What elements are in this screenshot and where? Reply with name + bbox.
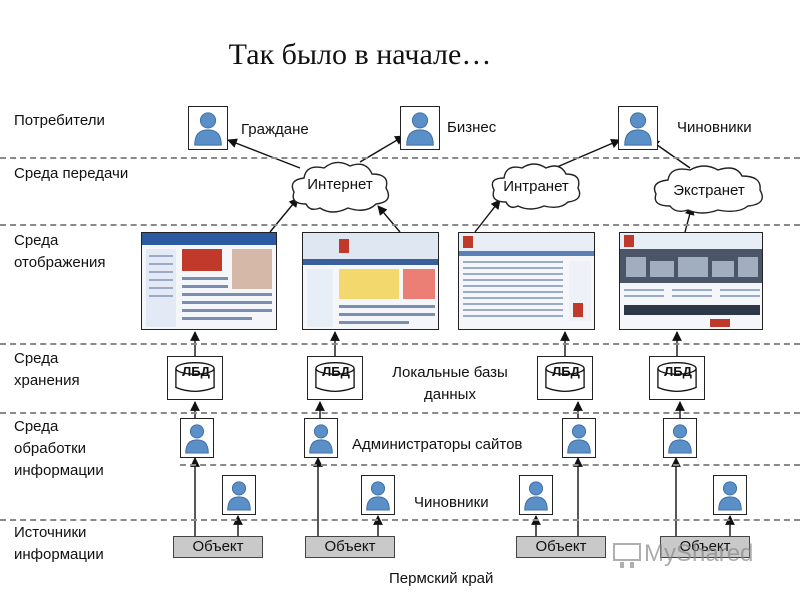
- layer-divider: [0, 343, 800, 345]
- layer-divider: [0, 519, 800, 521]
- layer-label-transfer: Среда передачи: [14, 165, 129, 182]
- region-caption: Пермский край: [389, 570, 494, 587]
- layer-label-sources: Источники информации: [14, 524, 104, 563]
- officials-caption: Чиновники: [414, 494, 489, 511]
- local-db-icon-4: [649, 356, 705, 400]
- db-label: ЛБД: [552, 364, 580, 379]
- page-title: Так было в начале…: [228, 38, 492, 71]
- layer-divider: [0, 412, 800, 414]
- source-object-2: Объект: [305, 536, 395, 558]
- admin-person-icon-3: [562, 418, 596, 458]
- officials-label: Чиновники: [677, 119, 752, 136]
- local-db-icon-1: [167, 356, 223, 400]
- internet-label: Интернет: [307, 176, 373, 193]
- source-object-4: Объект: [660, 536, 750, 558]
- admin-person-icon-4: [663, 418, 697, 458]
- admins-caption: Администраторы сайтов: [352, 436, 523, 453]
- citizens-label: Граждане: [241, 121, 309, 138]
- official-person-icon-4: [713, 475, 747, 515]
- official-person-icon-1: [222, 475, 256, 515]
- source-object-3: Объект: [516, 536, 606, 558]
- layer-label-storage: Среда хранения: [14, 350, 80, 389]
- admin-person-icon-2: [304, 418, 338, 458]
- intranet-label: Интранет: [503, 178, 569, 195]
- source-object-1: Объект: [173, 536, 263, 558]
- local-db-caption: Локальные базы данных: [392, 364, 508, 403]
- business-label: Бизнес: [447, 119, 497, 136]
- business-person-icon: [400, 106, 440, 150]
- extranet-cloud: Экстранет: [650, 162, 768, 216]
- db-label: ЛБД: [664, 364, 692, 379]
- extranet-label: Экстранет: [673, 182, 745, 199]
- citizens-person-icon: [188, 106, 228, 150]
- internet-cloud: Интернет: [286, 158, 394, 216]
- site-screenshot-3: [458, 232, 595, 330]
- layer-divider: [0, 224, 800, 226]
- db-label: ЛБД: [322, 364, 350, 379]
- watermark-logo-icon: [612, 540, 652, 570]
- site-screenshot-1: [141, 232, 277, 330]
- layer-label-consumers: Потребители: [14, 112, 105, 129]
- official-person-icon-3: [519, 475, 553, 515]
- watermark-text: MyShared: [644, 540, 754, 567]
- layer-divider: [180, 464, 800, 466]
- site-screenshot-2: [302, 232, 439, 330]
- layer-divider: [0, 157, 800, 159]
- db-label: ЛБД: [182, 364, 210, 379]
- local-db-icon-3: [537, 356, 593, 400]
- local-db-icon-2: [307, 356, 363, 400]
- officials-person-icon: [618, 106, 658, 150]
- layer-label-display: Среда отображения: [14, 232, 106, 271]
- intranet-cloud: Интранет: [488, 160, 584, 212]
- layer-label-processing: Среда обработки информации: [14, 418, 104, 479]
- admin-person-icon-1: [180, 418, 214, 458]
- official-person-icon-2: [361, 475, 395, 515]
- site-screenshot-4: [619, 232, 763, 330]
